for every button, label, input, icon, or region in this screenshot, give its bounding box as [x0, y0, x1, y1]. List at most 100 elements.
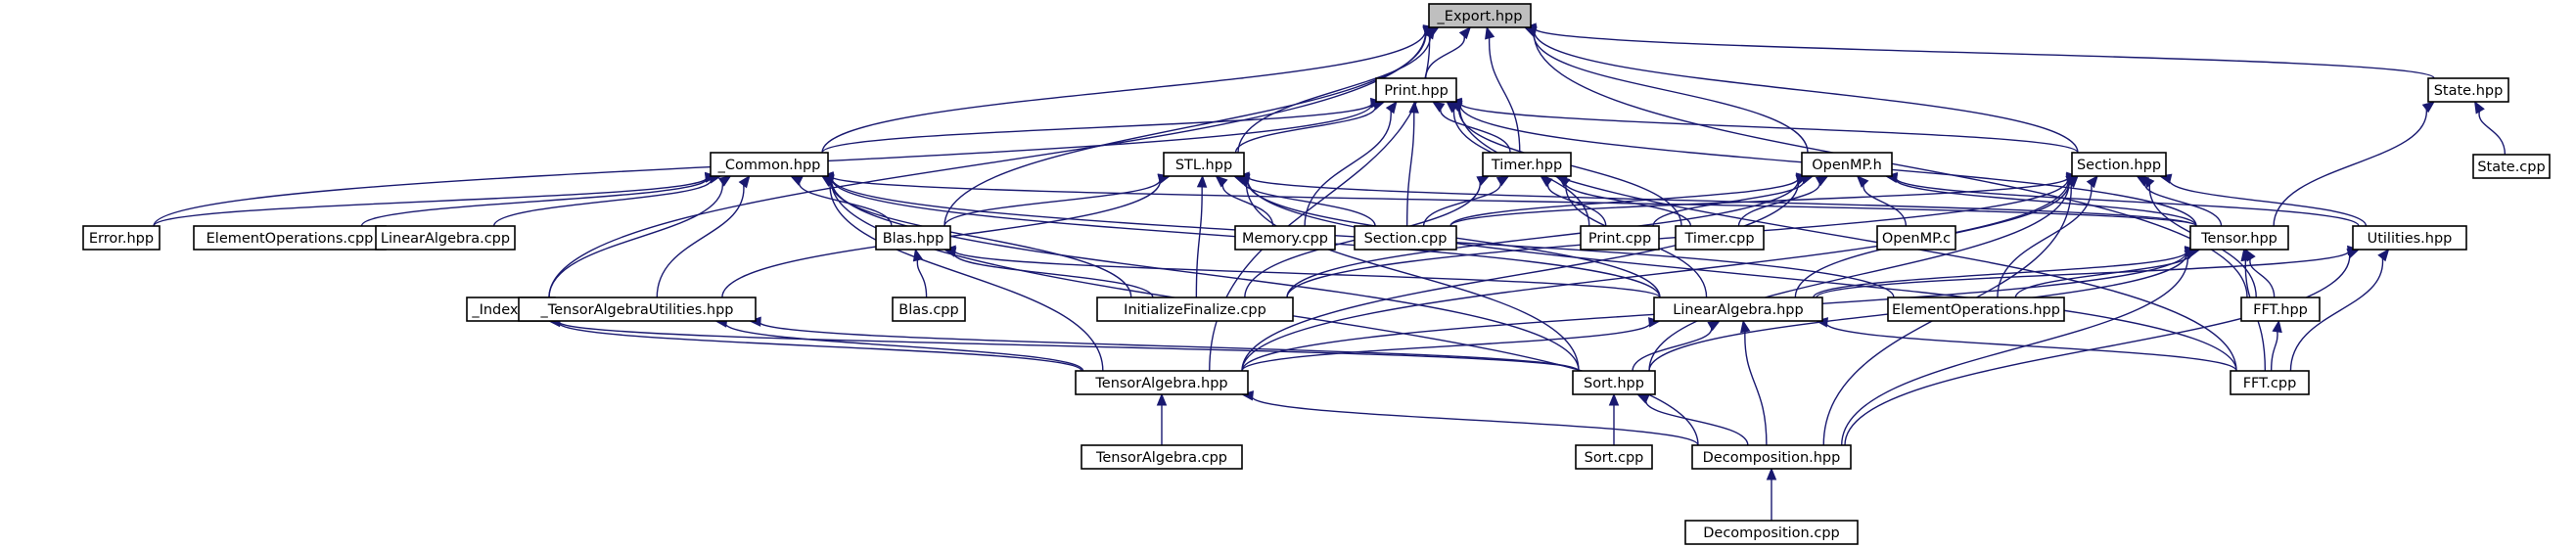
node-label: Section.cpp: [1364, 231, 1448, 247]
edge-line: [1237, 32, 1431, 154]
node-initfin[interactable]: InitializeFinalize.cpp: [1096, 297, 1294, 322]
node-label: Tensor.hpp: [2200, 231, 2277, 247]
node-state[interactable]: State.hpp: [2427, 77, 2509, 103]
node-sort[interactable]: Sort.hpp: [1572, 370, 1656, 395]
node-common[interactable]: _Common.hpp: [710, 152, 829, 177]
edge-openmpc-to-openmp: [1856, 175, 1908, 227]
node-box: [1163, 152, 1245, 177]
edge-sectioncpp-to-timer: [1422, 175, 1510, 227]
edge-line: [1547, 181, 1607, 227]
edge-line: [953, 250, 1661, 298]
node-label: STL.hpp: [1175, 158, 1232, 173]
edge-arrowhead: [2473, 100, 2485, 114]
edge-decomp-to-sort: [1635, 393, 1749, 446]
node-print[interactable]: Print.hpp: [1375, 77, 1457, 103]
edge-line: [1844, 252, 2351, 446]
node-box: [2472, 154, 2551, 179]
edge-line: [1841, 253, 2188, 446]
node-timer[interactable]: Timer.hpp: [1482, 152, 1572, 177]
edge-line: [799, 180, 893, 227]
edge-state-to-export: [1523, 23, 2435, 79]
edge-line: [1895, 176, 2360, 227]
edge-elemopscpp-to-common: [360, 172, 718, 227]
edge-timer-to-export: [1485, 25, 1521, 154]
edge-line: [1489, 36, 1521, 154]
node-box: [193, 225, 387, 251]
node-blascpp[interactable]: Blas.cpp: [892, 297, 966, 322]
edge-arrowhead: [2086, 174, 2098, 189]
node-label: Blas.hpp: [883, 231, 944, 247]
node-elemopscpp[interactable]: ElementOperations.cpp: [193, 225, 387, 251]
node-linalg[interactable]: LinearAlgebra.hpp: [1653, 297, 1823, 322]
node-ffthpp[interactable]: FFT.hpp: [2240, 297, 2321, 322]
node-box: [1075, 370, 1249, 395]
node-box: [1580, 225, 1660, 251]
edge-decomp-to-linalg: [1740, 319, 1768, 446]
edge-arrowhead: [1424, 25, 1436, 40]
edge-line: [1245, 180, 1580, 372]
node-tensoralg[interactable]: TensorAlgebra.hpp: [1075, 370, 1249, 395]
node-section[interactable]: Section.hpp: [2071, 152, 2167, 177]
node-box: [1428, 3, 1532, 28]
edge-sort-to-index: [547, 316, 1580, 372]
edge-line: [1241, 179, 1800, 372]
edge-utilities-to-openmp: [1884, 171, 2360, 227]
edge-arrowhead: [1156, 392, 1168, 406]
node-fftcpp[interactable]: FFT.cpp: [2230, 370, 2310, 395]
edge-line: [656, 183, 745, 298]
edge-line: [1241, 321, 1651, 372]
node-printcpp[interactable]: Print.cpp: [1580, 225, 1660, 251]
edge-blascpp-to-blas: [912, 248, 928, 298]
node-box: [2189, 225, 2289, 251]
edge-arrowhead: [2377, 248, 2390, 262]
node-box: [1572, 370, 1656, 395]
node-tensor[interactable]: Tensor.hpp: [2189, 225, 2289, 251]
edge-line: [1449, 176, 2069, 227]
node-linalgcpp[interactable]: LinearAlgebra.cpp: [375, 225, 516, 251]
edge-line: [953, 251, 1154, 298]
node-box: [1684, 520, 1859, 545]
edge-line: [1648, 180, 2070, 372]
edge-arrowhead: [1740, 319, 1751, 334]
node-box: [1575, 444, 1653, 470]
node-elemops[interactable]: ElementOperations.hpp: [1887, 297, 2065, 322]
edge-printcpp-to-timer: [1540, 175, 1607, 227]
edges-layer: [153, 23, 2507, 521]
node-label: Timer.hpp: [1491, 158, 1562, 173]
node-openmp[interactable]: OpenMP.h: [1801, 152, 1893, 177]
node-box: [2230, 370, 2310, 395]
edge-line: [829, 181, 1104, 372]
edge-line: [943, 177, 1161, 227]
node-statecpp[interactable]: State.cpp: [2472, 154, 2551, 179]
edge-utilities-to-section: [2158, 173, 2368, 227]
node-box: [1653, 297, 1823, 322]
node-utilities[interactable]: Utilities.hpp: [2352, 225, 2467, 251]
node-export[interactable]: _Export.hpp: [1428, 3, 1532, 28]
node-box: [1482, 152, 1572, 177]
edge-arrowhead: [1476, 175, 1491, 186]
node-openmpc[interactable]: OpenMP.c: [1876, 225, 1956, 251]
node-blas[interactable]: Blas.hpp: [875, 225, 951, 251]
node-sortcpp[interactable]: Sort.cpp: [1575, 444, 1653, 470]
edge-arrowhead: [1408, 100, 1419, 114]
node-decomp[interactable]: Decomposition.hpp: [1691, 444, 1852, 470]
node-label: _Export.hpp: [1437, 9, 1523, 24]
node-label: Memory.cpp: [1242, 231, 1328, 247]
node-memorycpp[interactable]: Memory.cpp: [1234, 225, 1336, 251]
node-tensoralgcpp[interactable]: TensorAlgebra.cpp: [1081, 444, 1243, 470]
node-error[interactable]: Error.hpp: [82, 225, 161, 251]
node-decompcpp[interactable]: Decomposition.cpp: [1684, 520, 1859, 545]
edge-tautil-to-common: [656, 174, 751, 298]
node-tautil[interactable]: _TensorAlgebraUtilities.hpp: [518, 297, 757, 322]
edge-index-to-export: [548, 25, 1437, 298]
node-stl[interactable]: STL.hpp: [1163, 152, 1245, 177]
node-label: Blas.cpp: [898, 302, 958, 318]
node-label: State.hpp: [2434, 83, 2504, 99]
edge-line: [1534, 29, 2079, 154]
node-timercpp[interactable]: Timer.cpp: [1675, 225, 1765, 251]
node-sectioncpp[interactable]: Section.cpp: [1354, 225, 1457, 251]
edge-line: [153, 176, 708, 227]
node-label: InitializeFinalize.cpp: [1124, 302, 1266, 318]
